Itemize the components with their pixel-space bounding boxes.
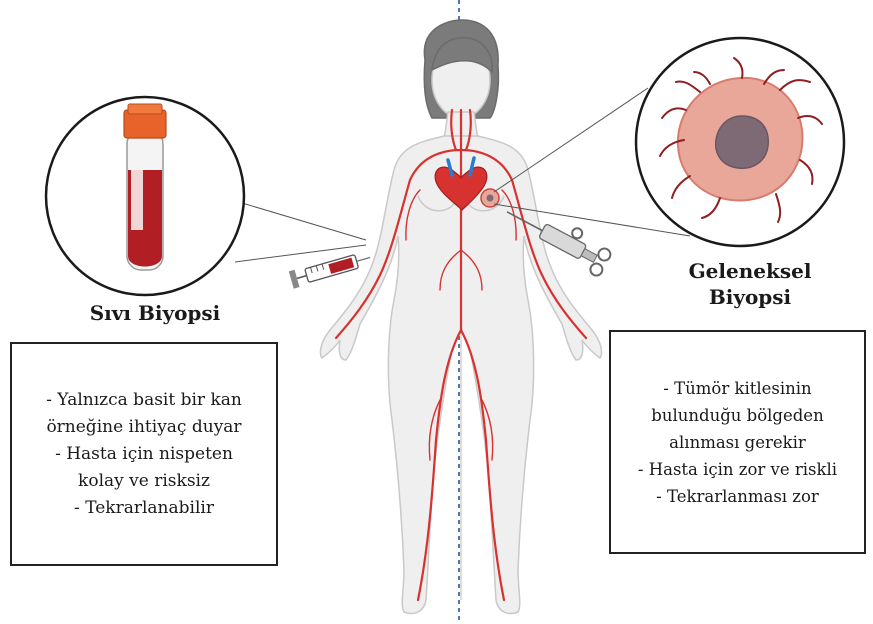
liquid-biopsy-point: - Yalnızca basit bir kan <box>46 387 242 414</box>
traditional-biopsy-point: bulunduğu bölgeden <box>651 402 823 429</box>
liquid-biopsy-title: Sıvı Biyopsi <box>40 300 270 326</box>
traditional-biopsy-point: alınması gerekir <box>669 429 806 456</box>
traditional-biopsy-point: - Hasta için zor ve riskli <box>638 456 837 483</box>
traditional-biopsy-point: - Tümör kitlesinin <box>663 375 811 402</box>
syringe-icon <box>289 249 373 289</box>
traditional-biopsy-info-box: - Tümör kitlesinin bulunduğu bölgeden al… <box>609 330 866 554</box>
liquid-biopsy-point: - Tekrarlanabilir <box>74 495 214 522</box>
traditional-biopsy-title-line1: Geleneksel <box>640 258 860 284</box>
traditional-biopsy-title-line2: Biyopsi <box>640 284 860 310</box>
traditional-biopsy-title: Geleneksel Biyopsi <box>640 258 860 310</box>
liquid-biopsy-info-box: - Yalnızca basit bir kan örneğine ihtiya… <box>10 342 278 566</box>
blood-tube-icon <box>124 104 166 270</box>
liquid-biopsy-point: - Hasta için nispeten <box>55 441 233 468</box>
liquid-biopsy-point: örneğine ihtiyaç duyar <box>46 414 241 441</box>
traditional-biopsy-point: - Tekrarlanması zor <box>656 483 819 510</box>
liquid-biopsy-point: kolay ve risksiz <box>78 468 210 495</box>
